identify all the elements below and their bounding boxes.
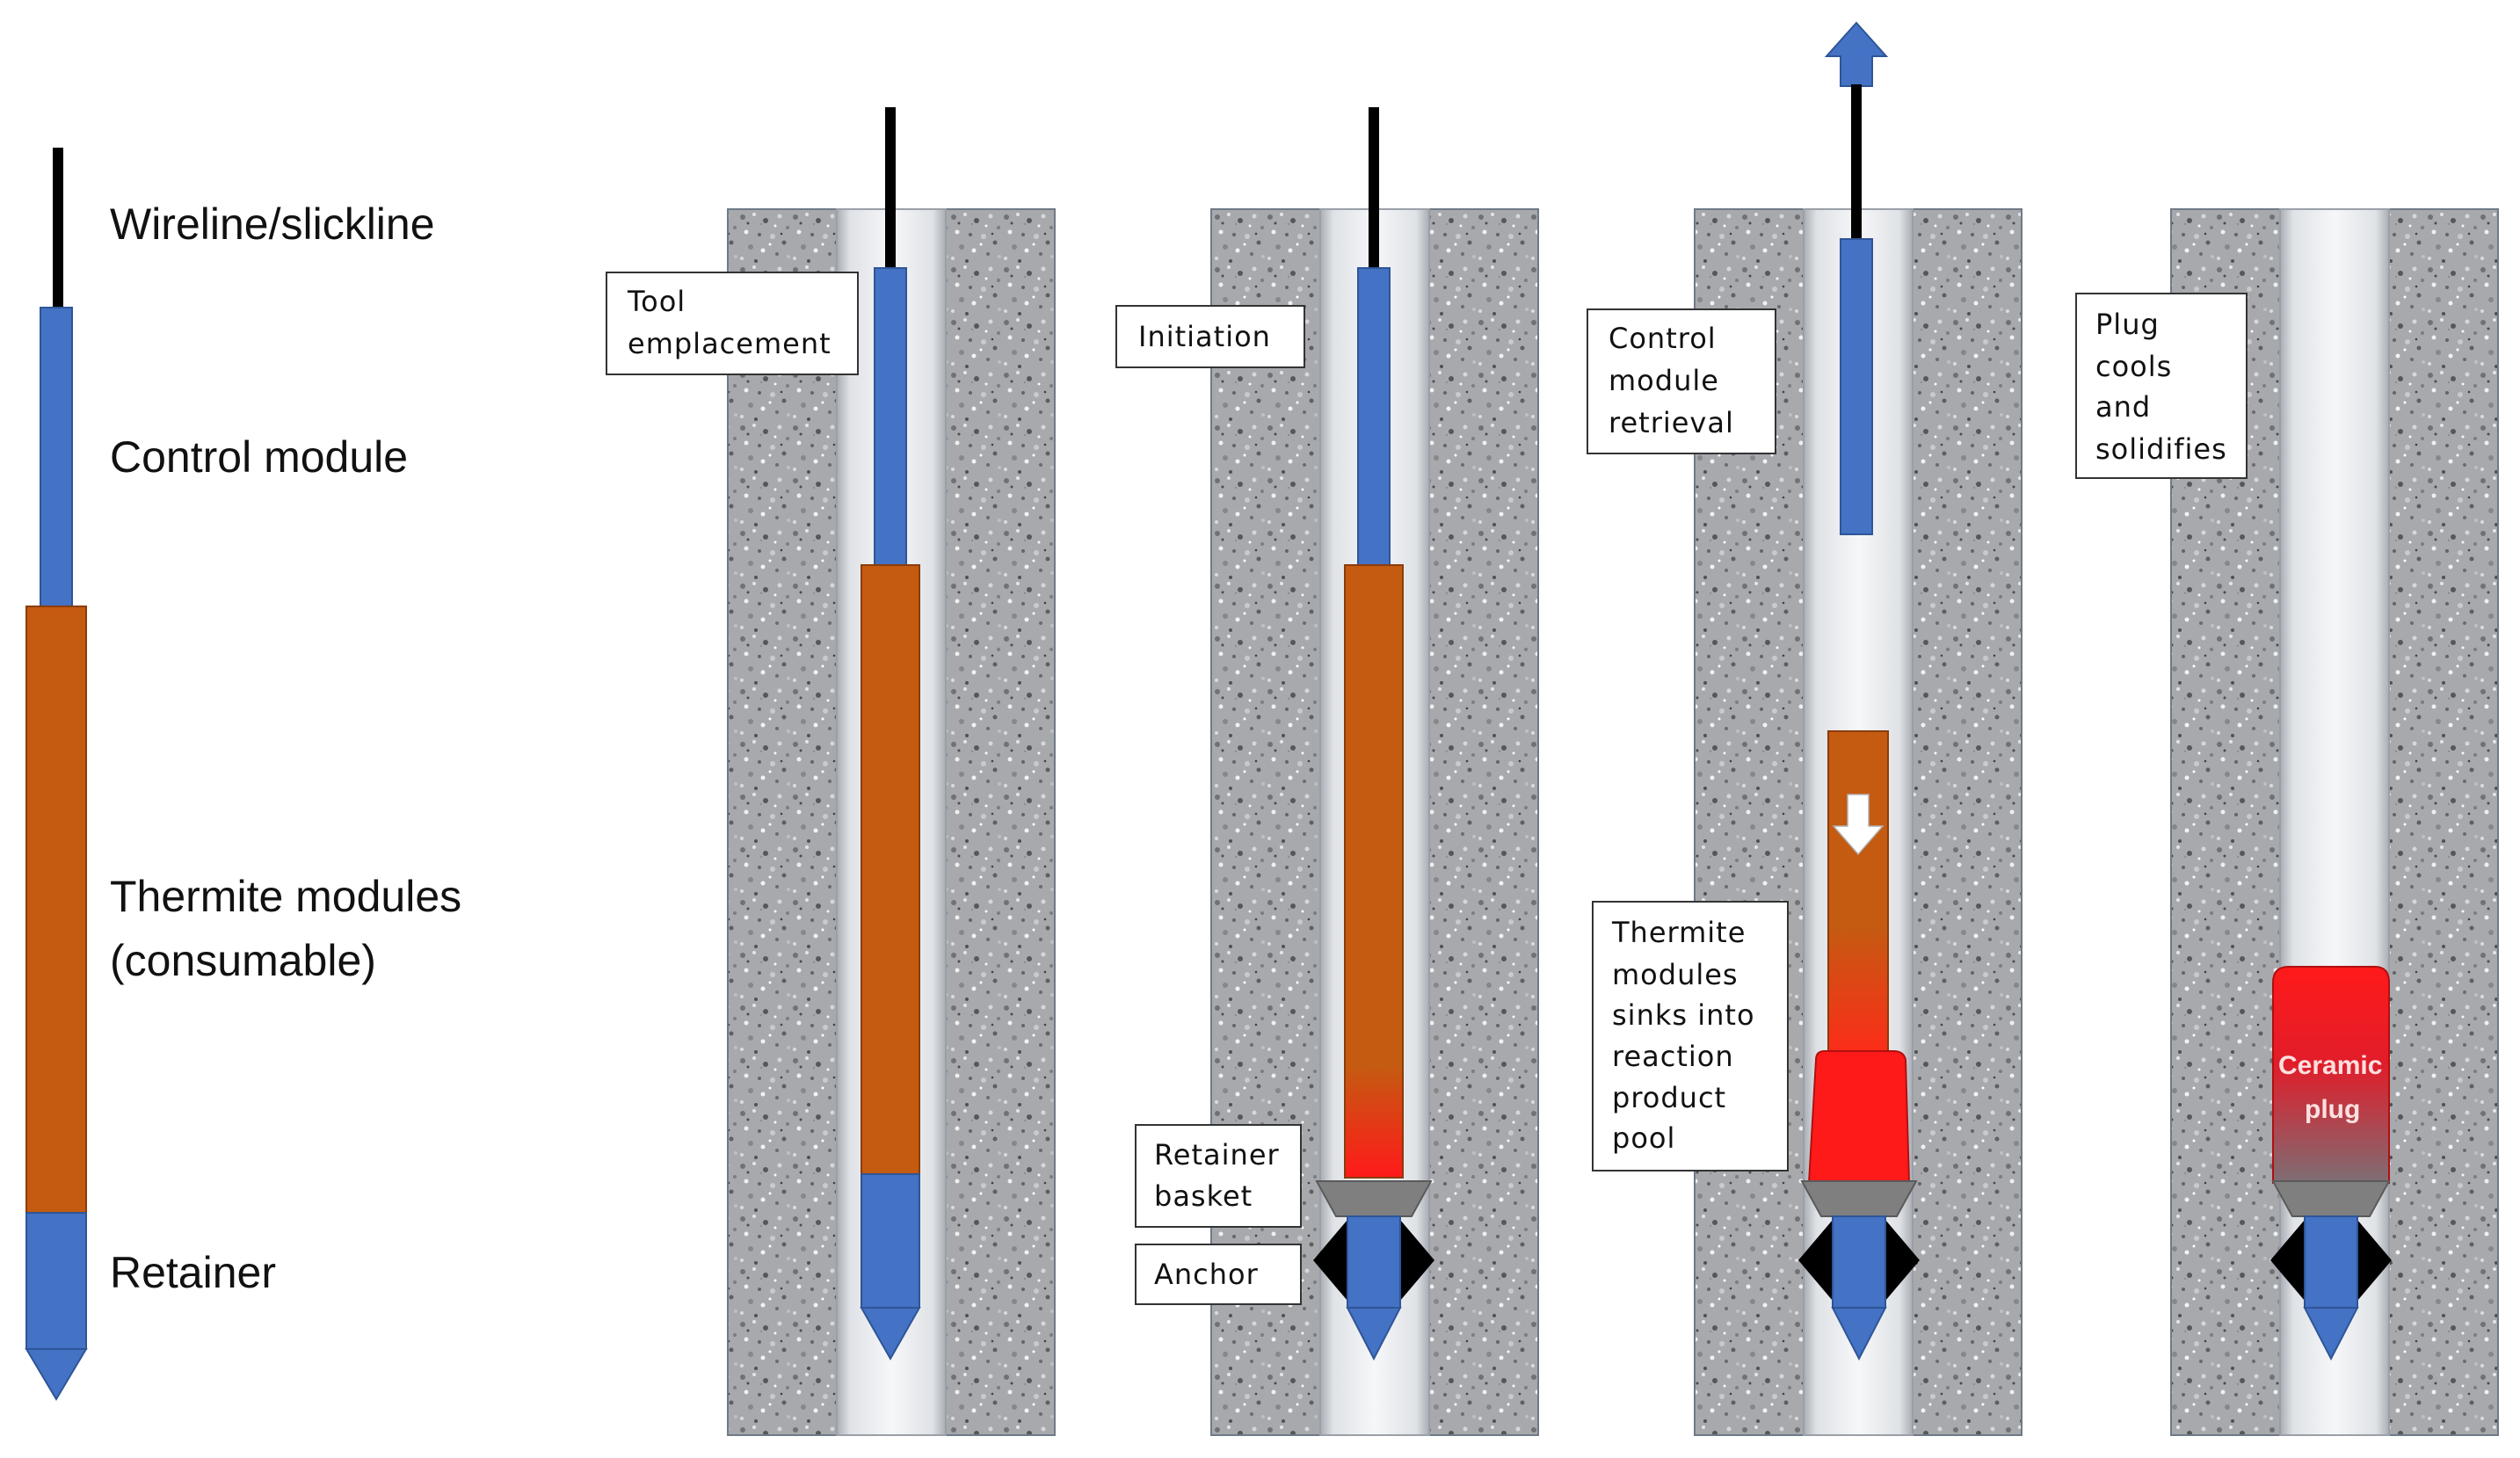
legend-labels: Wireline/slickline Control module Thermi… [110,199,461,1297]
retrieval-arrow-up-icon [1824,21,1889,87]
callout-text-line: retrieval [1609,406,1734,439]
callout-text-line: basket [1154,1179,1253,1213]
callout-text-line: and [2095,390,2151,424]
rock-formation-right [1428,208,1539,1436]
callout-text-line: solidifies [2095,432,2227,466]
control-module [874,267,907,566]
retainer-tip [1346,1307,1402,1361]
legend-thermite-label-1: Thermite modules [110,872,461,921]
retainer-basket [2271,1180,2391,1217]
thermite-modules-sinking [1827,730,1889,1061]
wireline [885,107,896,271]
callout-text-line: Plug [2095,308,2160,341]
callout-control-module-retrieval: Control module retrieval [1587,308,1776,454]
callout-text-line: emplacement [628,327,832,360]
ceramic-plug-label: Ceramic [2278,1051,2382,1080]
legend-thermite-label-2: (consumable) [110,936,376,985]
callout-text-line: Tool [627,285,686,318]
anchor-left [1798,1220,1833,1301]
callout-text-line: Initiation [1138,320,1271,353]
callout-text-line: Anchor [1154,1258,1259,1291]
callout-tool-emplacement: Tool emplacement [606,272,859,375]
stage-tool-emplacement: Tool emplacement [606,107,1056,1436]
legend-retainer-label: Retainer [110,1248,276,1297]
rock-formation-right [2388,208,2499,1436]
legend-retainer [25,1212,87,1350]
reaction-product-pool [1807,1050,1911,1184]
callout-plug-cools: Plug cools and solidifies [2075,293,2248,479]
ceramic-plug [2272,966,2390,1184]
wireline [1851,84,1862,241]
legend-wireline [53,148,63,308]
legend-control-module-label: Control module [110,432,408,482]
anchor-left [2270,1220,2305,1301]
retainer [1347,1215,1401,1309]
control-module-retrieved [1840,238,1873,535]
legend-tool [25,148,88,1401]
callout-text-line: sinks into [1612,998,1755,1032]
control-module [1357,267,1391,566]
callout-text-line: reaction [1612,1040,1734,1073]
legend-retainer-tip [25,1348,88,1401]
callout-retainer-basket: Retainer basket [1135,1124,1302,1228]
rock-formation-right [945,208,1056,1436]
retainer [861,1173,920,1309]
retainer-tip [2303,1307,2359,1361]
sinking-arrow-down-icon [1832,794,1885,856]
anchor-left [1313,1220,1347,1301]
retainer-basket [1800,1180,1918,1217]
anchor-right [1885,1220,1920,1301]
retainer-basket [1315,1180,1433,1217]
stage-initiation: Initiation Retainer basket Anchor [1115,107,1539,1436]
callout-text-line: product [1612,1081,1726,1114]
legend-thermite-module [25,606,87,1214]
callout-text-line: module [1609,364,1719,397]
anchor-right [1400,1220,1434,1301]
callout-text-line: pool [1612,1121,1675,1155]
callout-text-line: modules [1612,958,1739,991]
thermite-modules-igniting [1344,564,1404,1179]
thermite-modules [861,564,920,1175]
ceramic-plug-label: plug [2305,1095,2360,1124]
rock-formation-right [1912,208,2023,1436]
wireline [1369,107,1379,271]
callout-text-line: cools [2095,350,2172,383]
retainer [2304,1215,2358,1309]
callout-text-line: Thermite [1611,916,1746,949]
retainer [1832,1215,1886,1309]
callout-text-line: Control [1609,322,1717,355]
stage-plug-cools: Ceramic plug Plug cools and solidifies [2075,208,2499,1436]
callout-initiation: Initiation [1115,305,1305,368]
legend-control-module [40,307,73,607]
anchor-right [2357,1220,2392,1301]
stage-control-module-retrieval: Control module retrieval Thermite module… [1587,21,2023,1436]
callout-anchor: Anchor [1135,1244,1302,1305]
callout-text-line: Retainer [1154,1138,1280,1171]
callout-thermite-sinks: Thermite modules sinks into reaction pro… [1592,901,1789,1171]
legend-wireline-label: Wireline/slickline [110,199,435,249]
retainer-tip [860,1307,921,1361]
rock-formation-left [727,208,838,1436]
retainer-tip [1831,1307,1887,1361]
